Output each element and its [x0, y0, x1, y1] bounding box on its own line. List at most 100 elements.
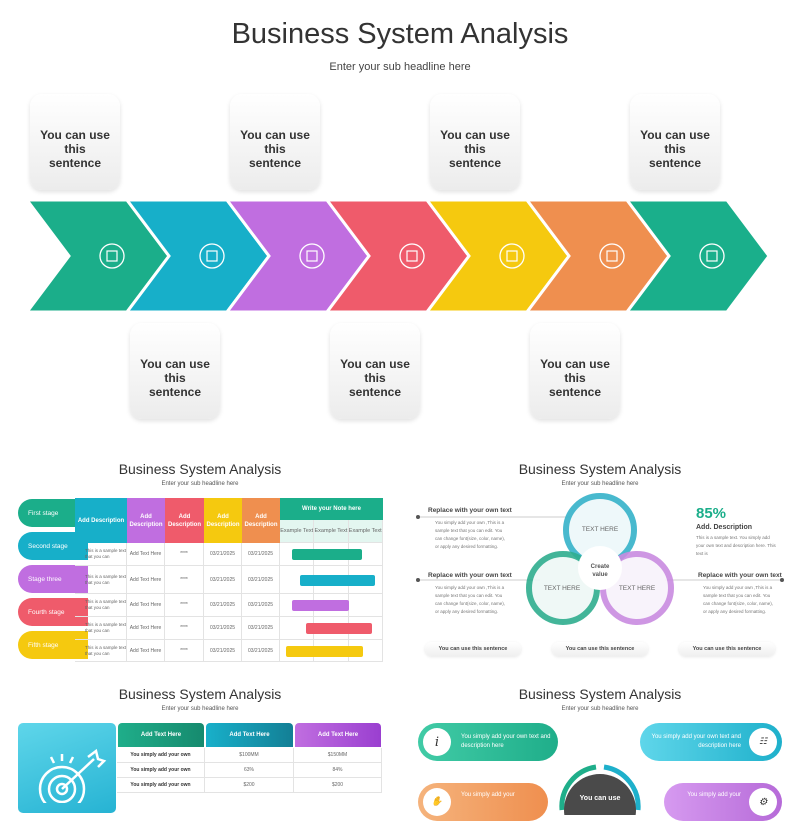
- sentence-button[interactable]: You can use this sentence: [679, 642, 775, 656]
- table-cell: ****: [165, 594, 204, 617]
- column-header: Add Text Here: [118, 723, 204, 747]
- column-header: Add Text Here: [295, 723, 381, 747]
- chevron-step: [624, 198, 771, 314]
- stage-pill: Fifth stage: [18, 631, 88, 659]
- gantt-bar: [300, 574, 375, 586]
- table-cell: 84%: [294, 763, 382, 778]
- table-cell: You simply add your own: [117, 748, 205, 763]
- bottom-card: You can use this sentence: [530, 323, 620, 419]
- page-subtitle: Enter your sub headline here: [329, 61, 471, 73]
- table-cell: You simply add your own: [117, 763, 205, 778]
- venn-circle-label: TEXT HERE: [618, 585, 656, 592]
- top-card: You can use this sentence: [230, 94, 320, 190]
- bubble-text: You simply add your own text and descrip…: [461, 734, 551, 749]
- gantt-cell: [348, 640, 383, 662]
- center-ring: [559, 764, 641, 815]
- table-cell: ****: [165, 543, 204, 566]
- stat-label: Add. Description: [696, 524, 753, 531]
- gantt-bar: [292, 600, 349, 611]
- stage-pill: Stage three: [18, 565, 88, 593]
- sentence-button[interactable]: You can use this sentence: [425, 642, 521, 656]
- slide1-subtitle: Enter your sub headline here: [161, 481, 239, 487]
- top-card: You can use this sentence: [430, 94, 520, 190]
- table-cell: This is a sample text that you can: [75, 566, 127, 594]
- info-icon: i: [423, 728, 451, 756]
- target-panel: [18, 723, 116, 813]
- rated-building-icon: [299, 243, 325, 269]
- column-header: Add Text Here: [206, 723, 293, 747]
- bubble-text: You simply add your own text and descrip…: [651, 734, 742, 749]
- network-megaphone-icon: [499, 243, 525, 269]
- slide3-subtitle: Enter your sub headline here: [161, 706, 239, 712]
- page-title: Business System Analysis: [231, 18, 569, 50]
- table-cell: $200: [205, 778, 294, 793]
- table-cell: You simply add your own: [117, 778, 205, 793]
- team-icon: ☷: [749, 728, 777, 756]
- venn-circle-label: TEXT HERE: [581, 526, 619, 533]
- gear-icon: ⚙: [749, 788, 777, 816]
- venn-diagram: [526, 493, 674, 625]
- center-label: You can use: [579, 795, 621, 802]
- column-header: Add Description: [204, 498, 242, 543]
- venn-center-label: Create value: [590, 564, 610, 578]
- note-column-header: Example Text: [280, 520, 315, 543]
- note-column-header: Example Text: [314, 520, 349, 543]
- slide3-title: Business System Analysis: [118, 686, 282, 702]
- slide2-title: Business System Analysis: [518, 461, 682, 477]
- block-heading: Replace with your own text: [428, 507, 512, 514]
- target-arrow-icon: [38, 748, 107, 813]
- gantt-cell: [348, 617, 383, 640]
- stat-value: 85%: [696, 505, 727, 522]
- gear-cycle-icon: [99, 243, 125, 269]
- table-cell: This is a sample text that you can: [75, 617, 127, 640]
- bottom-card: You can use this sentence: [330, 323, 420, 419]
- bubble-text: You simply add your: [687, 792, 741, 798]
- process-chevrons: [24, 198, 771, 314]
- table-cell: $150MM: [294, 748, 382, 763]
- note-header: Write your Note here: [280, 498, 383, 520]
- venn-circle-label: TEXT HERE: [543, 585, 581, 592]
- column-header: Add Description: [75, 498, 127, 543]
- slide2-subtitle: Enter your sub headline here: [561, 481, 639, 487]
- table-cell: This is a sample text that you can: [75, 594, 127, 617]
- table-cell: This is a sample text that you can: [75, 640, 127, 662]
- table-cell: 03/21/2025: [242, 543, 280, 566]
- info-bubble: You simply add your own text and descrip…: [640, 723, 782, 761]
- note-column-header: Example Text: [348, 520, 383, 543]
- venn-lines: [416, 515, 784, 582]
- column-header: Add Description: [127, 498, 165, 543]
- table-cell: This is a sample text that you can: [75, 543, 127, 566]
- slide4-subtitle: Enter your sub headline here: [561, 706, 639, 712]
- table-cell: ****: [165, 617, 204, 640]
- table-cell: 03/21/2025: [242, 594, 280, 617]
- table-cell: 03/21/2025: [204, 640, 242, 662]
- gantt-bar: [286, 645, 363, 657]
- table-cell: ****: [165, 640, 204, 662]
- sentence-button[interactable]: You can use this sentence: [552, 642, 648, 656]
- table-cell: Add Text Here: [127, 640, 165, 662]
- slide4-title: Business System Analysis: [518, 686, 682, 702]
- handshake-icon: ✋: [423, 788, 451, 816]
- growth-chart-icon: [599, 243, 625, 269]
- gantt-cell: [348, 566, 383, 594]
- block-body: You simply add your own ,This is a sampl…: [703, 585, 774, 614]
- column-header: Add Description: [165, 498, 204, 543]
- block-heading: Replace with your own text: [698, 572, 782, 579]
- gantt-cell: [348, 594, 383, 617]
- table-cell: Add Text Here: [127, 617, 165, 640]
- table-cell: 03/21/2025: [242, 617, 280, 640]
- table-cell: ****: [165, 566, 204, 594]
- stage-pill: Fourth stage: [18, 598, 88, 626]
- column-header: Add Description: [242, 498, 280, 543]
- table-cell: 03/21/2025: [204, 543, 242, 566]
- bottom-card: You can use this sentence: [130, 323, 220, 419]
- table-cell: Add Text Here: [127, 594, 165, 617]
- diamond-hands-icon: [699, 243, 725, 269]
- table-cell: 03/21/2025: [242, 566, 280, 594]
- table-cell: 03/21/2025: [242, 640, 280, 662]
- info-bubble: ✋You simply add your: [418, 783, 548, 821]
- table-cell: 03/21/2025: [204, 566, 242, 594]
- table-cell: Add Text Here: [127, 543, 165, 566]
- table-cell: $200: [294, 778, 382, 793]
- block-heading: Replace with your own text: [428, 572, 512, 579]
